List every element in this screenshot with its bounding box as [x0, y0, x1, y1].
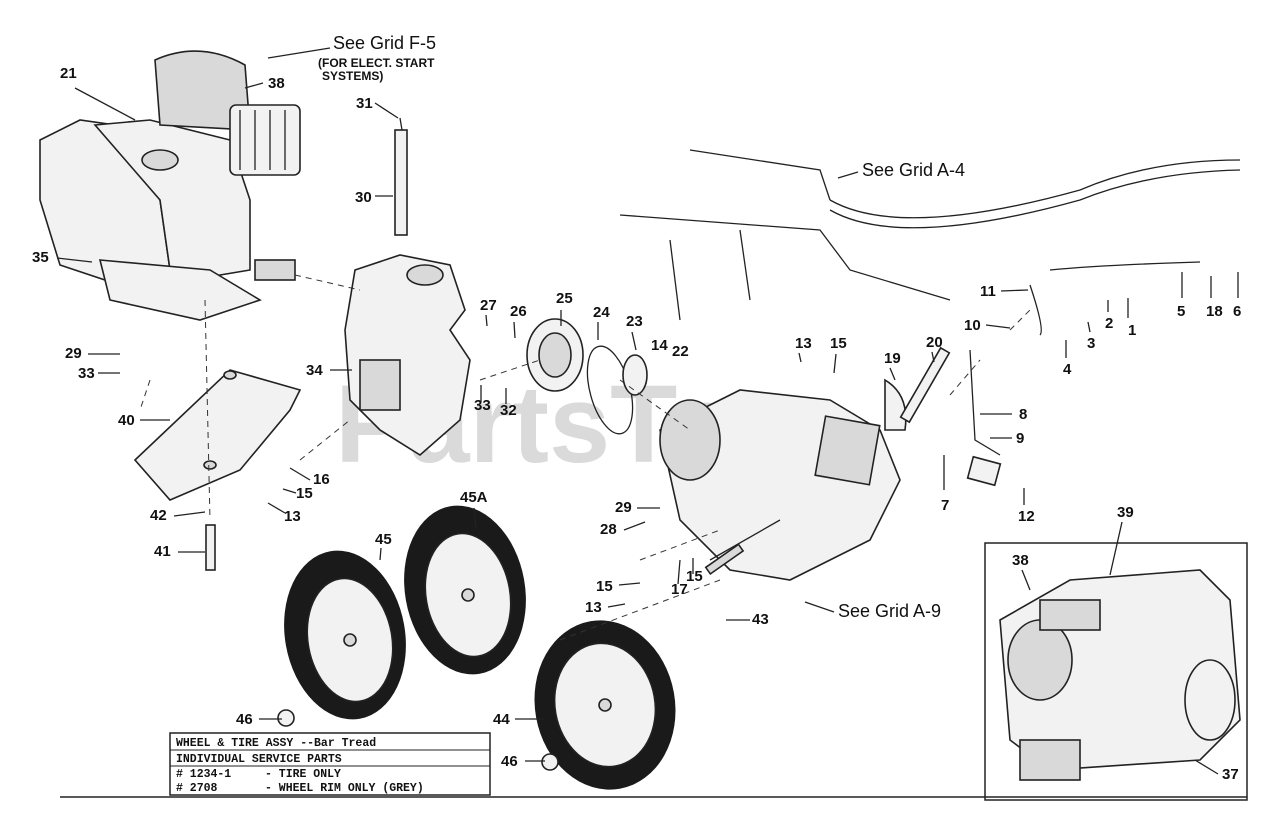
callout-39: 39 [1117, 504, 1134, 521]
service-box-title: WHEEL & TIRE ASSY --Bar Tread [176, 737, 376, 750]
callout-30: 30 [355, 189, 372, 206]
callout-37: 37 [1222, 766, 1239, 783]
callout-33: 33 [78, 365, 95, 382]
callout-42: 42 [150, 507, 167, 524]
callout-15-lower: 15 [596, 578, 613, 595]
callout-27: 27 [480, 297, 497, 314]
callout-20: 20 [926, 334, 943, 351]
base-plate [133, 369, 302, 571]
callout-38: 38 [268, 75, 285, 92]
callout-33-mid: 33 [474, 397, 491, 414]
pulley-belt [526, 318, 648, 435]
part-callouts: 21 38 31 30 35 29 33 34 27 26 25 24 23 1… [32, 65, 1241, 783]
engine-assembly [39, 50, 301, 321]
callout-35: 35 [32, 249, 49, 266]
callout-6: 6 [1233, 303, 1241, 320]
grid-ref-f5[interactable]: See Grid F-5 [333, 33, 436, 53]
transmission [659, 378, 907, 581]
leader-lines [56, 82, 1239, 775]
callout-34: 34 [306, 362, 323, 379]
transmission-bracket [344, 117, 471, 456]
service-box-subtitle: INDIVIDUAL SERVICE PARTS [176, 753, 342, 766]
service-row-1-desc: - TIRE ONLY [265, 768, 341, 781]
callout-4: 4 [1063, 361, 1072, 378]
callout-22: 22 [672, 343, 689, 360]
grid-ref-a9[interactable]: See Grid A-9 [838, 601, 941, 621]
callout-11: 11 [980, 283, 996, 300]
callout-13-lower: 13 [585, 599, 602, 616]
service-row-2-part: # 2708 [176, 782, 218, 795]
callout-9: 9 [1016, 430, 1024, 447]
callout-2: 2 [1105, 315, 1113, 332]
callout-19: 19 [884, 350, 901, 367]
callout-17: 17 [671, 581, 688, 598]
assembly-lines [139, 274, 1031, 641]
callout-1: 1 [1128, 322, 1136, 339]
electric-note-line1: (FOR ELECT. START [318, 56, 435, 70]
handlebar-frame [619, 149, 1241, 487]
callout-3: 3 [1087, 335, 1095, 352]
callout-5: 5 [1177, 303, 1185, 320]
callout-15-left: 15 [296, 485, 313, 502]
callout-15-right: 15 [686, 568, 703, 585]
callout-31: 31 [356, 95, 373, 112]
callout-44: 44 [493, 711, 510, 728]
callout-8: 8 [1019, 406, 1027, 423]
callout-45: 45 [375, 531, 392, 548]
electric-note-line2: SYSTEMS) [322, 69, 383, 83]
service-row-2-desc: - WHEEL RIM ONLY (GREY) [265, 782, 424, 795]
inset-engine [984, 542, 1248, 801]
callout-13-left: 13 [284, 508, 301, 525]
callout-29: 29 [65, 345, 82, 362]
grid-ref-a4[interactable]: See Grid A-4 [862, 160, 965, 180]
callout-45a: 45A [460, 489, 488, 506]
callout-14: 14 [651, 337, 668, 354]
callout-24: 24 [593, 304, 610, 321]
callout-7: 7 [941, 497, 949, 514]
callout-46-right: 46 [501, 753, 518, 770]
callout-25: 25 [556, 290, 573, 307]
grid-references: See Grid F-5 (FOR ELECT. START SYSTEMS) … [267, 33, 965, 621]
callout-18: 18 [1206, 303, 1223, 320]
service-parts-box: WHEEL & TIRE ASSY --Bar Tread INDIVIDUAL… [169, 732, 491, 796]
callout-40: 40 [118, 412, 135, 429]
callout-43: 43 [752, 611, 769, 628]
callout-38-inset: 38 [1012, 552, 1029, 569]
callout-15: 15 [830, 335, 847, 352]
callout-28: 28 [600, 521, 617, 538]
callout-29-lower: 29 [615, 499, 632, 516]
wheels [277, 505, 676, 790]
callout-16: 16 [313, 471, 330, 488]
callout-13: 13 [795, 335, 812, 352]
callout-10: 10 [964, 317, 981, 334]
callout-21: 21 [60, 65, 77, 82]
callout-23: 23 [626, 313, 643, 330]
callout-46-left: 46 [236, 711, 253, 728]
callout-12: 12 [1018, 508, 1035, 525]
callout-26: 26 [510, 303, 527, 320]
callout-41: 41 [154, 543, 171, 560]
service-row-1-part: # 1234-1 [176, 768, 231, 781]
callout-32: 32 [500, 402, 517, 419]
